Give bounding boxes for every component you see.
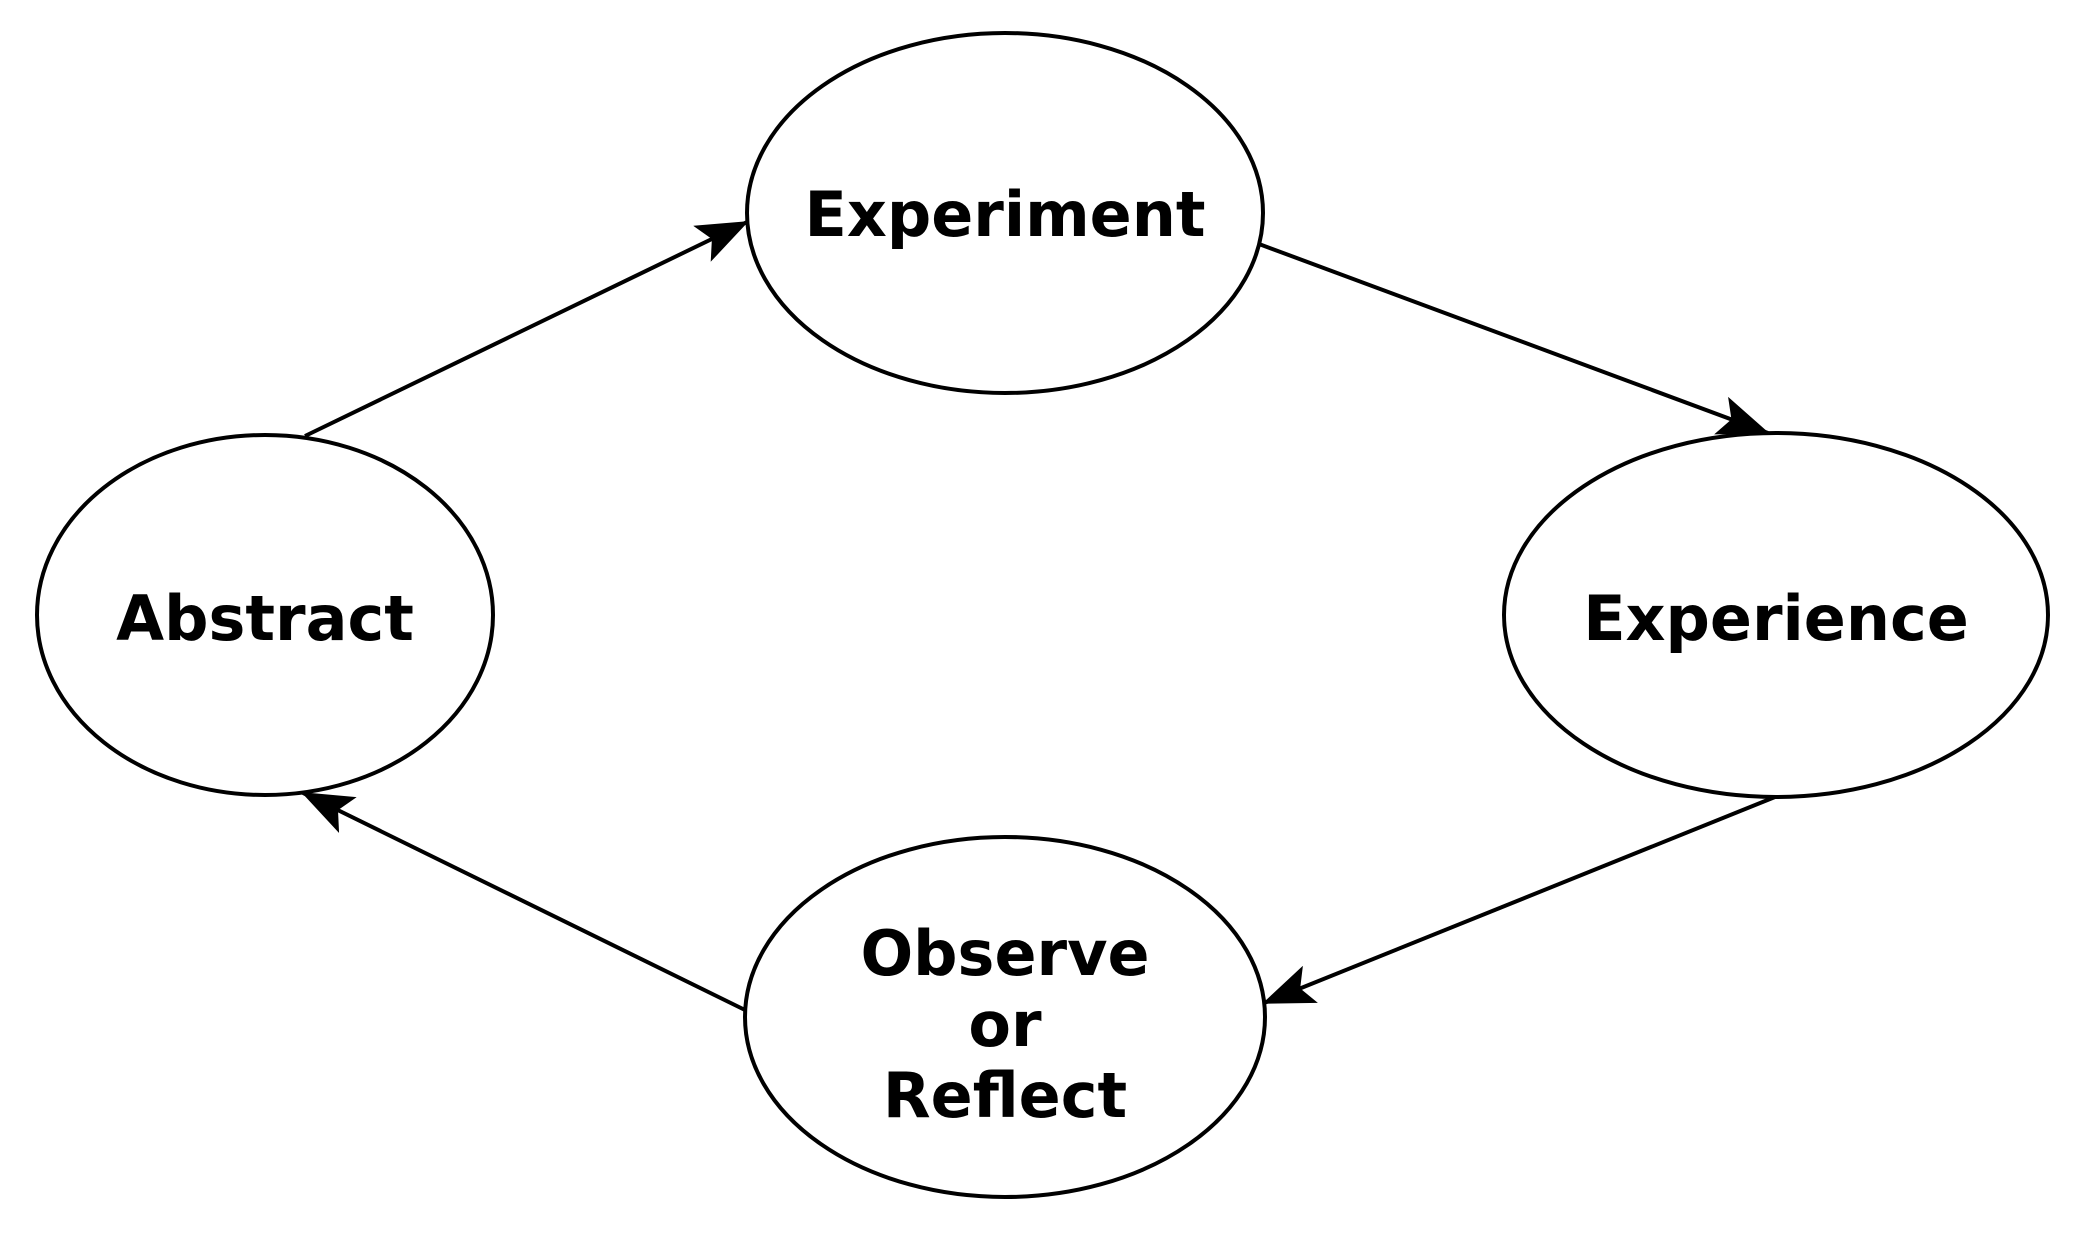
edge-observe-to-abstract-arrow: [301, 791, 746, 1012]
edge-experiment-to-experience-arrow: [1258, 242, 1770, 435]
node-abstract-label: Abstract: [116, 582, 414, 655]
node-experience-ellipse: [1502, 431, 2050, 799]
node-observe-label-line2: or: [968, 988, 1042, 1061]
node-observe-ellipse: [743, 835, 1267, 1199]
node-experience-label: Experience: [1583, 582, 1969, 655]
edge-experience-to-observe-arrow: [1262, 795, 1776, 1005]
node-experiment-label: Experiment: [804, 178, 1205, 251]
node-observe-label-line1: Observe: [860, 917, 1149, 990]
node-observe-label-line3: Reflect: [883, 1059, 1127, 1132]
edge-abstract-to-experiment-arrow: [304, 220, 749, 438]
node-abstract-ellipse: [35, 433, 495, 797]
node-experiment-ellipse: [745, 31, 1265, 395]
